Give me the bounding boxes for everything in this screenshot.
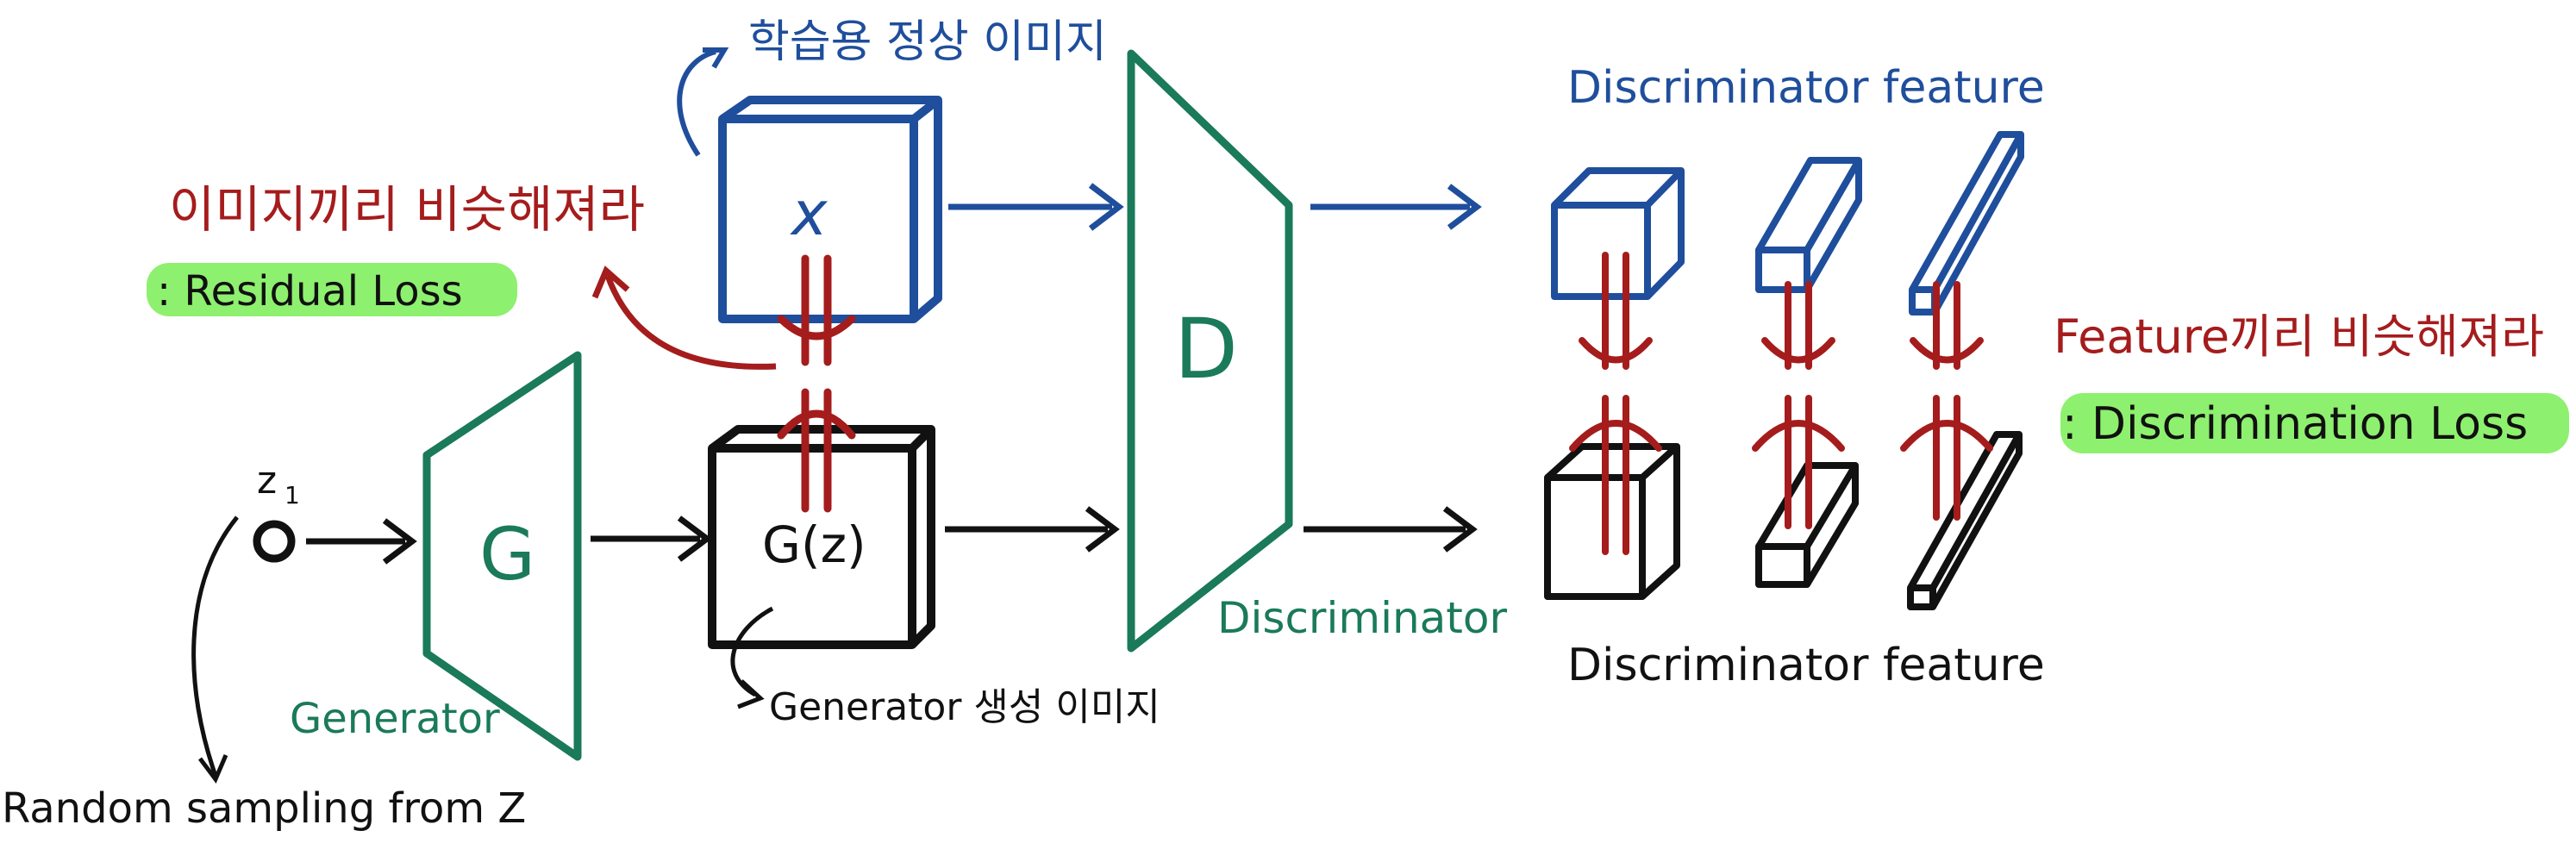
- generator-label: Generator: [290, 695, 500, 743]
- generated-image-cube: [708, 425, 935, 649]
- real-to-d-arrowhead-icon: [1088, 183, 1124, 231]
- generated-image-pointer-icon: [730, 606, 774, 697]
- random-sampling-label: Random sampling from Z: [2, 784, 527, 833]
- normal-image-pointer-icon: [677, 49, 716, 157]
- normal-image-label: 학습용 정상 이미지: [748, 16, 1107, 68]
- discrimination-loss-label: : Discrimination Loss: [2062, 398, 2529, 450]
- g-to-gz-arrowhead-icon: [677, 515, 712, 562]
- d-to-black-features-arrowhead-icon: [1442, 506, 1478, 553]
- feature-blue-label: Discriminator feature: [1567, 62, 2045, 114]
- pointer-head-icon: [703, 47, 729, 69]
- generator-block: [422, 351, 582, 761]
- feature-pull-arrows: [1569, 252, 1993, 555]
- residual-loss-highlight: [147, 263, 517, 316]
- residual-pull-arrows: [777, 254, 856, 513]
- black-feature-maps: [1544, 431, 2023, 610]
- z-to-g-arrowhead-icon: [382, 518, 417, 565]
- generated-image-pointer-head-icon: [737, 679, 765, 709]
- random-sampling-pointer-head-icon: [198, 754, 228, 784]
- generated-image-label: Generator 생성 이미지: [769, 685, 1160, 729]
- discriminator-letter: D: [1174, 301, 1238, 397]
- real-image-cube: [718, 96, 942, 323]
- residual-pointer-head-icon: [591, 265, 630, 299]
- random-sampling-pointer-icon: [191, 515, 239, 777]
- feature-black-label: Discriminator feature: [1567, 640, 2045, 691]
- residual-title: 이미지끼리 비슷해져라: [169, 180, 646, 239]
- residual-loss-label: : Residual Loss: [157, 267, 463, 315]
- d-to-blue-features-arrowhead-icon: [1447, 184, 1482, 230]
- feature-title: Feature끼리 비슷해져라: [2054, 309, 2544, 364]
- x-symbol: x: [790, 178, 828, 249]
- gz-label: G(z): [762, 515, 866, 574]
- z-input-node-icon: [253, 520, 296, 563]
- discriminator-block: [1127, 49, 1293, 653]
- blue-feature-maps: [1551, 131, 2024, 315]
- z-subscript: 1: [284, 481, 300, 509]
- discrimination-loss-highlight: [2060, 393, 2569, 453]
- residual-pointer-icon: [604, 274, 777, 370]
- discriminator-label: Discriminator: [1217, 593, 1508, 643]
- generator-letter: G: [479, 512, 535, 597]
- z-symbol: z: [257, 459, 277, 503]
- gz-to-d-arrowhead-icon: [1085, 506, 1120, 553]
